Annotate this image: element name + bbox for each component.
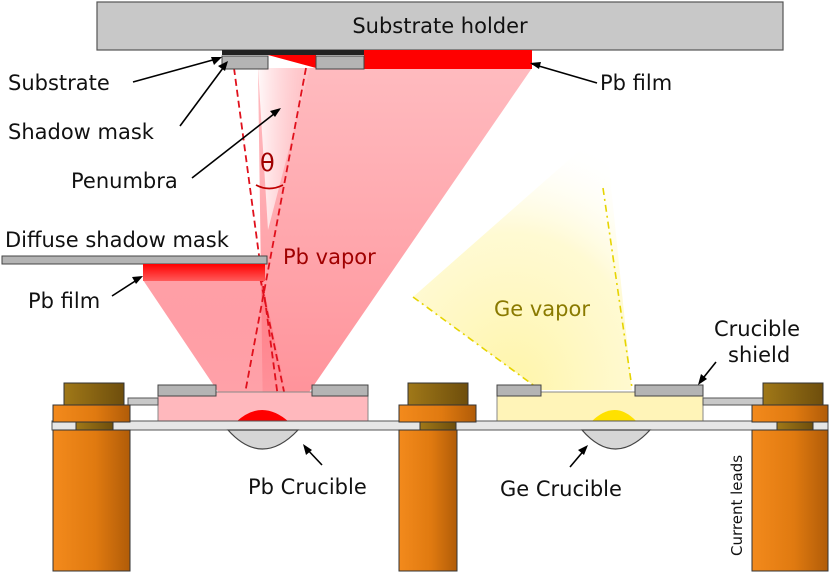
pb-film-left: [143, 264, 265, 281]
pb-vapor-fan-top: [258, 68, 532, 420]
diffuse-shadow-mask: [1, 255, 268, 265]
pointer-arrows: [111, 57, 717, 468]
ge-melt: [591, 410, 637, 422]
theta-angle-arc: [255, 184, 284, 190]
pb-film-top-label: Pb film: [600, 71, 672, 95]
shadow-mask-left: [221, 55, 269, 70]
substrate-holder-label: Substrate holder: [352, 14, 528, 38]
penumbra-label: Penumbra: [71, 169, 178, 193]
crucible-shield-ge-left: [496, 384, 542, 397]
current-leads-label: Current leads: [728, 455, 746, 556]
crucible-shield-label-line2: shield: [728, 343, 790, 367]
crucible-shield-pb-left: [157, 384, 217, 397]
penumbra-region: [258, 68, 310, 230]
substrate: [222, 50, 364, 55]
post-middle: [398, 382, 477, 572]
diffuse-shadow-mask-label: Diffuse shadow mask: [5, 228, 230, 252]
crucible-shield-pb-right: [311, 384, 369, 397]
shadow-mask-right: [315, 55, 365, 70]
ge-vapor-plume: [412, 128, 633, 391]
shadow-mask-label: Shadow mask: [8, 120, 155, 144]
ge-vapor-label: Ge vapor: [494, 297, 590, 321]
pb-crucible-label: Pb Crucible: [248, 475, 367, 499]
pb-film-top: [364, 50, 532, 69]
pb-film-wedge: [268, 55, 316, 68]
pb-vapor-fan-left: [143, 280, 292, 420]
post-left: [52, 382, 131, 572]
theta-label: θ: [260, 149, 275, 177]
ge-crucible-bowl: [580, 429, 652, 450]
substrate-holder: [96, 1, 784, 51]
crucible-shield-ge-right: [634, 384, 704, 397]
crucible-shield-label-line1: Crucible: [714, 317, 800, 341]
pb-film-left-label: Pb film: [28, 289, 100, 313]
ge-crucible-label: Ge Crucible: [500, 477, 622, 501]
post-right: [751, 382, 829, 572]
pb-crucible-bowl: [226, 429, 300, 450]
current-lead-right: [702, 397, 764, 406]
current-lead-left: [127, 397, 159, 406]
penumbra-boundary-lines: [233, 67, 307, 421]
pb-melt: [236, 410, 289, 422]
pb-vapor-label: Pb vapor: [283, 245, 376, 269]
substrate-label: Substrate: [8, 71, 110, 95]
